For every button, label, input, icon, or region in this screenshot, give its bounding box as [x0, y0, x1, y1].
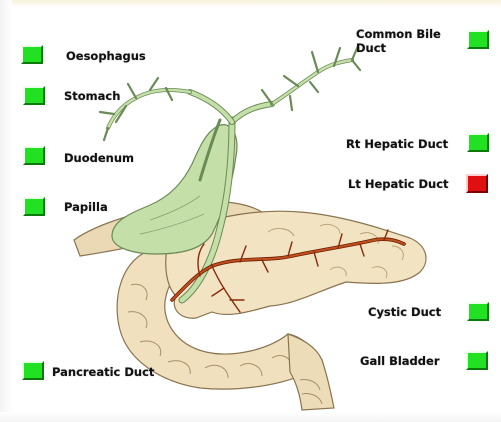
papilla-label: Papilla — [64, 200, 108, 214]
rt-hepatic-duct-button[interactable] — [467, 133, 489, 152]
common-bile-duct-button[interactable] — [467, 30, 489, 49]
cystic-duct-label: Cystic Duct — [368, 305, 441, 319]
duodenum-label: Duodenum — [64, 151, 134, 165]
papilla-button[interactable] — [23, 197, 45, 216]
duodenum-button[interactable] — [23, 146, 45, 165]
lt-hepatic-duct-label: Lt Hepatic Duct — [348, 177, 449, 191]
oesophagus-button[interactable] — [21, 45, 43, 64]
gall-bladder-button[interactable] — [466, 351, 488, 370]
stomach-button[interactable] — [23, 86, 45, 105]
pancreatic-duct-button[interactable] — [22, 361, 44, 380]
rt-hepatic-duct-label: Rt Hepatic Duct — [346, 137, 448, 151]
oesophagus-label: Oesophagus — [66, 49, 146, 63]
stomach-label: Stomach — [64, 89, 120, 103]
common-bile-duct-label: Common Bile Duct — [356, 27, 456, 55]
lt-hepatic-duct-button[interactable] — [466, 174, 488, 193]
pancreatic-duct-label: Pancreatic Duct — [52, 365, 154, 379]
gall-bladder-label: Gall Bladder — [360, 354, 440, 368]
cystic-duct-button[interactable] — [467, 302, 489, 321]
